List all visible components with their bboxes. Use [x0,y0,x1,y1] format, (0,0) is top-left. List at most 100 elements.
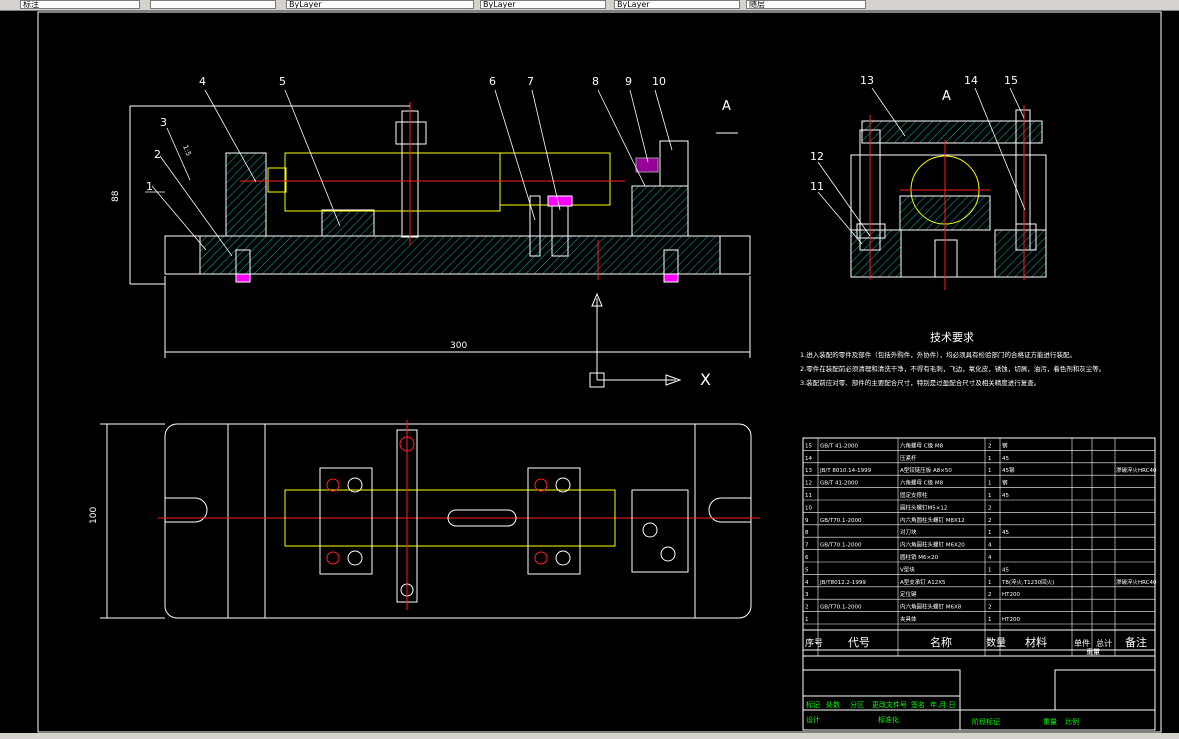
bom-frame [802,437,1156,657]
bom-cell: 5 [805,567,809,573]
plot-color-dropdown[interactable]: 随层 [746,0,866,9]
bom-cell: 六角螺母 C级 M8 [900,441,944,449]
bom-cell: 8 [805,530,809,536]
bom-cell: 45钢 [1002,466,1015,474]
bom-cell: 内六角圆柱头螺钉 M6X8 [900,603,962,611]
bom-cell: 2 [988,443,992,449]
svg-text:9: 9 [625,75,632,88]
bom-cell: HT200 [1002,617,1020,623]
bom-cell: 1 [988,481,992,487]
bom-cell: GB/T70.1-2000 [820,605,862,611]
svg-text:重量: 重量 [1043,718,1057,726]
bom-cell: 45 [1002,456,1009,462]
plotstyle-dropdown[interactable]: ByLayer [614,0,740,9]
status-bar [0,733,1179,739]
bom-cell: 9 [805,518,809,524]
bom-cell: 压紧杆 [900,454,917,462]
bom-header-weight: 重量 [1086,648,1100,656]
bom-header-cell: 数量 [986,636,1006,649]
bom-cell: 1 [988,530,992,536]
bom-cell: 钢 [1002,479,1008,487]
bom-cell: 内六角圆柱头螺钉 M8X12 [900,516,965,524]
bom-cell: 1 [988,456,992,462]
bom-header-cell: 备注 [1125,635,1147,649]
bom-cell: T8(淬火,T1230回火) [1001,578,1054,586]
svg-text:签名: 签名 [911,700,925,709]
layer-dropdown[interactable]: 标注 [20,0,140,9]
bom-cell: 14 [805,456,812,462]
axis-x-label: X [700,370,711,389]
bom-cell: JB/T 8010.14-1999 [819,468,872,474]
bom-header-cell: 单件 [1074,638,1090,648]
dim-height: 88 [111,190,121,202]
bom-cell: 渗碳淬火HRC40 [1116,466,1157,474]
bom-cell: 4 [988,555,992,561]
dim-overall-length: 300 [450,341,467,351]
bom-cell: GB/T70.1-2000 [820,543,862,549]
bom-cell: 对刀块 [900,528,917,536]
bom-cell: 3 [805,592,809,598]
svg-text:15: 15 [1004,74,1018,87]
svg-text:5: 5 [279,75,286,88]
bom-cell: 45 [1002,567,1009,573]
svg-text:1: 1 [146,180,153,193]
bom-cell: 夹具体 [900,615,917,623]
bom-cell: 2 [988,518,992,524]
svg-text:2: 2 [154,148,161,161]
dim-width: 100 [89,507,99,524]
svg-text:标准化: 标准化 [878,715,899,724]
bom-cell: HT200 [1002,592,1020,598]
svg-text:3: 3 [160,116,167,129]
svg-text:8: 8 [592,75,599,88]
svg-text:10: 10 [652,75,666,88]
bom-cell: 定位键 [900,590,917,598]
bom-cell: 圆柱销 M6×20 [900,553,939,561]
bom-cell: 11 [805,493,812,499]
svg-text:13: 13 [860,74,874,87]
bom-cell: 圆柱头螺钉M5×12 [900,503,947,511]
svg-text:11: 11 [810,180,824,193]
svg-text:年.月.日: 年.月.日 [930,700,955,709]
bom-cell: 1 [988,567,992,573]
bom-cell: A型铰链压板 A8×50 [900,466,952,474]
bom-cell: 2 [988,592,992,598]
lineweight-dropdown[interactable]: ByLayer [480,0,606,9]
bom-cell: 1 [805,617,809,623]
technical-requirements: 技术要求 1.进入装配的零件及部件（包括外购件，外协件），均必须具有检验部门的合… [800,331,1105,387]
bom-cell: 1 [988,468,992,474]
front-balloon-numbers: 1 2 3 4 5 6 7 8 9 10 [146,75,666,193]
drawing-frame [37,11,1162,733]
bom-cell: 45 [1002,493,1009,499]
top-view: 100 [89,420,760,619]
bom-cell: 固定支撑柱 [900,491,928,499]
bom-cell: 1 [988,580,992,586]
bom-cell: 15 [805,443,812,449]
color-dropdown[interactable] [150,0,276,9]
tech-item-2: 2.零件在装配前必须清理和清洗干净，不得有毛刺，飞边，氧化皮，锈蚀，切屑，油污，… [800,364,1105,373]
bom-header-cell: 材料 [1025,635,1047,649]
bom-header-cell: 名称 [930,635,952,649]
bom-cell: 内六角圆柱头螺钉 M6X20 [900,541,965,549]
dim-small: 1:5 [181,144,192,157]
side-balloons [817,87,1026,245]
svg-text:更改文件号: 更改文件号 [872,700,907,709]
svg-text:7: 7 [527,75,534,88]
bom-cell: V型块 [900,565,915,573]
bom-cell: GB/T 41-2000 [820,481,858,487]
svg-text:处数: 处数 [826,700,840,709]
bom-cell: 2 [805,605,809,611]
bom-cell: JB/T8012.2-1999 [819,580,866,586]
bom-cell: 2 [988,505,992,511]
front-section-view: X A 300 88 1:5 [111,99,751,389]
bom-cell: 六角螺母 C级 M8 [900,479,944,487]
svg-text:阶段标记: 阶段标记 [972,717,1000,726]
svg-text:比例: 比例 [1065,717,1079,726]
bom-cell: 4 [805,580,809,586]
tech-item-1: 1.进入装配的零件及部件（包括外购件，外协件），均必须具有检验部门的合格证方能进… [800,350,1076,359]
linetype-dropdown[interactable]: ByLayer [286,0,474,9]
bom-cell: A型支承钉 A12X5 [900,578,946,586]
tech-title: 技术要求 [930,331,974,344]
cad-drawing-canvas[interactable]: X A 300 88 1:5 1 2 3 4 5 6 7 8 [0,10,1179,733]
bom-cell: 10 [805,505,812,511]
